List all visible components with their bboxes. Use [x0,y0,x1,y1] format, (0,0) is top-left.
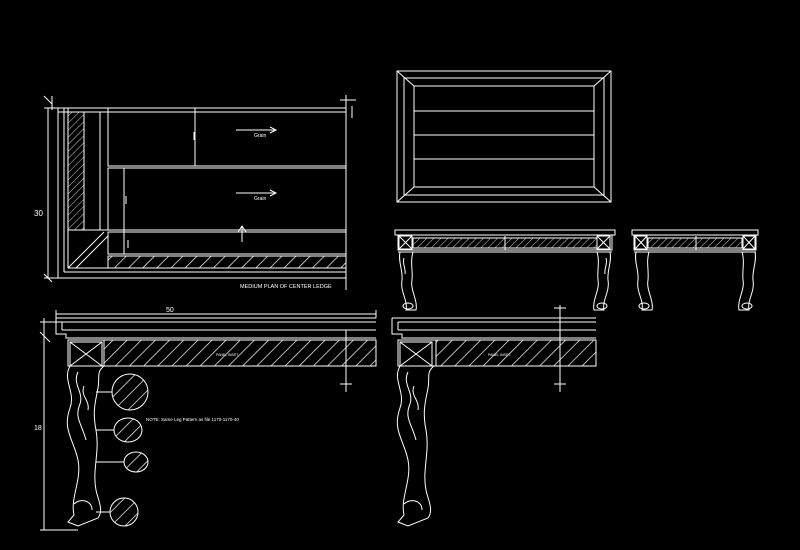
leg-detail-left [39,310,377,531]
leg-pattern-note: NOTE: Same Leg Pattern as file 1170-1170… [146,417,239,422]
apron-tag-right: PANEL INSET [488,353,511,357]
front-elevation [394,229,616,311]
bottom-panel [107,231,347,255]
width-dimension: 50 [166,307,174,314]
apron-tag-left: PANEL INSET [216,353,239,357]
grain-label-top: Grain [254,133,266,139]
grain-label-middle: Grain [254,196,266,202]
section-view [43,95,356,290]
bottom-rail-hatch [107,255,347,269]
section-outline [57,107,347,279]
section-height-dimension: 30 [34,209,43,218]
table-top-plan [396,70,612,203]
left-wall-hatch [67,111,85,231]
middle-panel [107,167,347,231]
leg-height-dimension: 18 [34,425,42,432]
leg-detail-right [391,305,597,527]
side-elevation [631,229,759,311]
section-caption: MEDIUM PLAN OF CENTER LEDGE [240,284,332,290]
top-panel [107,107,347,167]
